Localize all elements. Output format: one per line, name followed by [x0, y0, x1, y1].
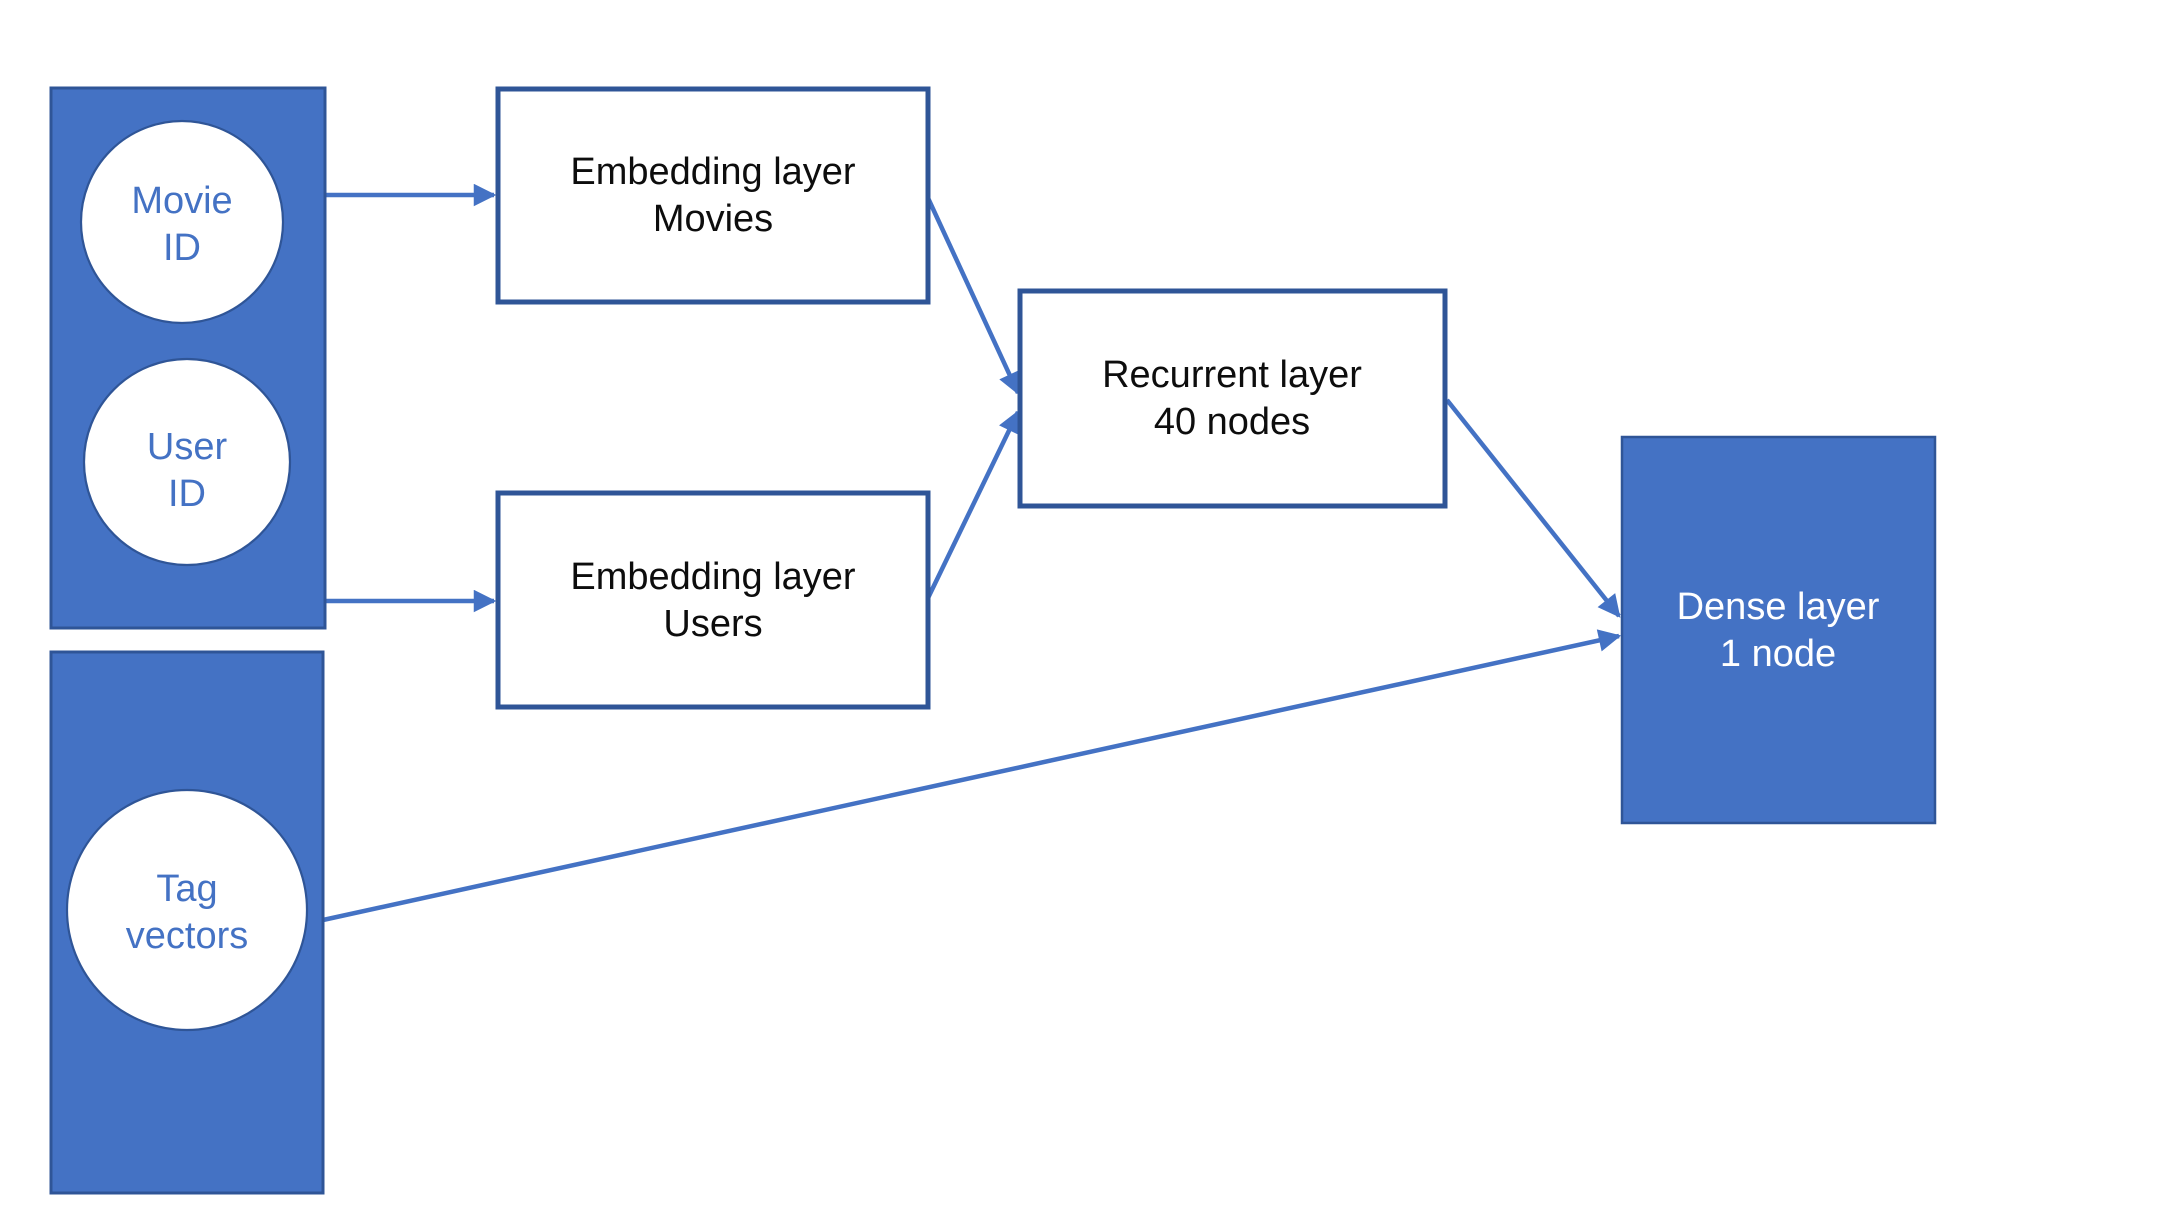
embedding-movies-box: Embedding layer Movies — [495, 86, 931, 305]
dense-layer-label-line1: Dense layer — [1677, 586, 1880, 628]
embedding-movies-label-line1: Embedding layer — [570, 151, 856, 193]
tag-vectors-node — [65, 788, 309, 1032]
user-id-label-line1: User — [147, 426, 228, 468]
embedding-users-rect — [495, 490, 931, 710]
movie-id-label-line1: Movie — [131, 180, 232, 222]
dense-layer-box: Dense layer 1 node — [1620, 435, 1937, 825]
dense-layer-label-line2: 1 node — [1720, 633, 1836, 675]
input-panel-ids: Movie ID User ID — [49, 86, 327, 630]
dense-layer-rect — [1620, 435, 1937, 825]
edge-tagvectors-to-dense-arrow — [322, 629, 1622, 923]
tag-vectors-label-line2: vectors — [126, 915, 248, 957]
recurrent-layer-label-line1: Recurrent layer — [1102, 354, 1362, 396]
embedding-movies-label-line2: Movies — [653, 198, 773, 240]
embedding-users-label-line1: Embedding layer — [570, 556, 856, 598]
embedding-users-box: Embedding layer Users — [495, 490, 931, 710]
recurrent-layer-label-line2: 40 nodes — [1154, 401, 1310, 443]
movie-id-node — [79, 119, 285, 325]
embedding-movies-rect — [495, 86, 931, 305]
input-panel-tags: Tag vectors — [49, 650, 325, 1195]
edge-embedding-users-to-recurrent-arrow — [925, 409, 1021, 599]
embedding-users-label-line2: Users — [663, 603, 762, 645]
user-id-label-line2: ID — [168, 473, 206, 515]
edge-recurrent-to-dense-arrow — [1445, 398, 1621, 618]
edge-embedding-movies-to-recurrent-arrow — [925, 197, 1021, 396]
tag-vectors-label-line1: Tag — [156, 868, 217, 910]
movie-id-label-line2: ID — [163, 227, 201, 269]
recurrent-layer-box: Recurrent layer 40 nodes — [1017, 288, 1448, 509]
recurrent-layer-rect — [1017, 288, 1448, 509]
user-id-node — [82, 357, 292, 567]
edges — [322, 183, 1622, 923]
